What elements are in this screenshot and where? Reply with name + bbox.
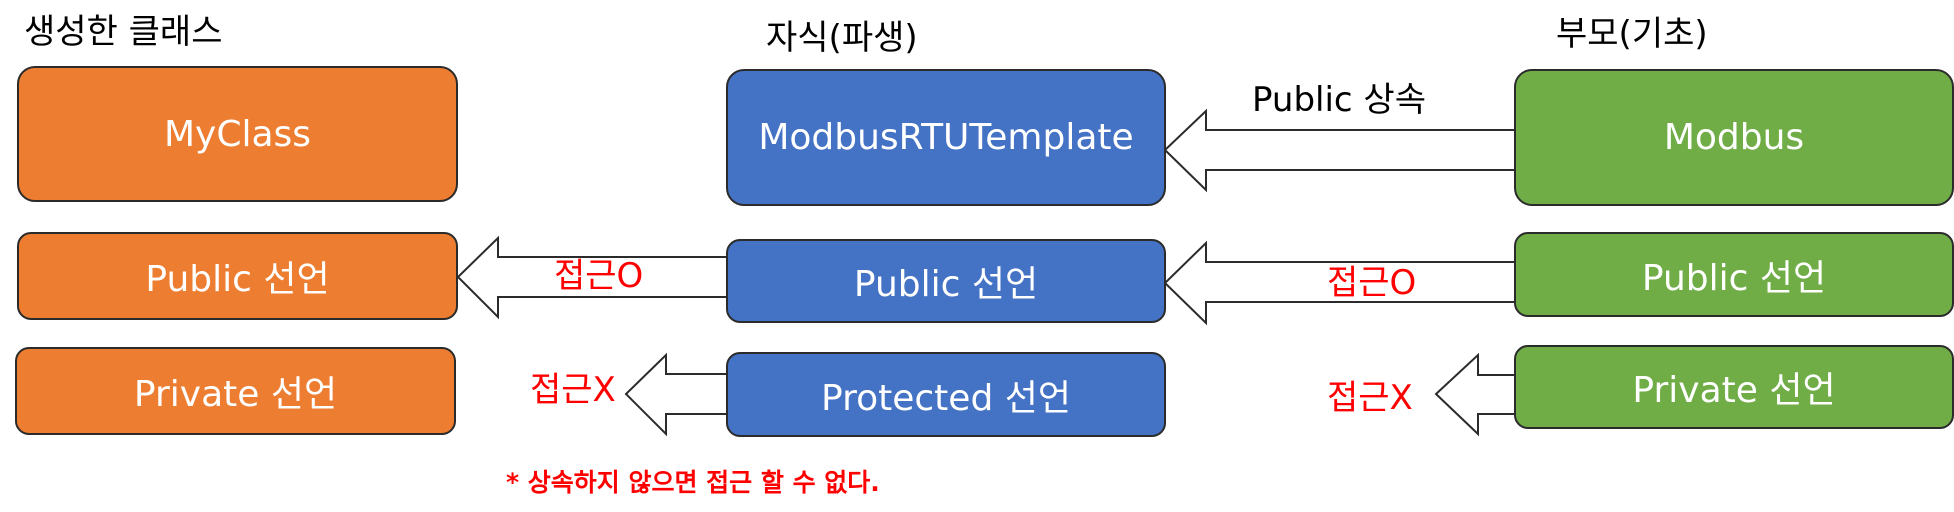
access-no-label-right: 접근X <box>1327 378 1413 418</box>
access-ok-arrow-right <box>1163 240 1516 326</box>
myclass-name: MyClass <box>163 113 312 155</box>
access-no-arrow-left <box>624 352 729 437</box>
access-ok-label-right: 접근O <box>1327 263 1417 303</box>
child-public-label: Public 선언 <box>853 264 1039 305</box>
header-created-class: 생성한 클래스 <box>24 12 223 52</box>
myclass-private-box: Private 선언 <box>15 347 456 435</box>
inherit-arrow <box>1163 108 1516 193</box>
child-protected-label: Protected 선언 <box>821 377 1071 419</box>
myclass-private-label: Private 선언 <box>133 374 338 415</box>
parent-private-label: Private 선언 <box>1632 370 1836 411</box>
child-class-name: ModbusRTUTemplate <box>758 117 1134 158</box>
parent-class-box: Modbus <box>1514 69 1954 206</box>
myclass-public-label: Public 선언 <box>145 259 330 300</box>
parent-public-label: Public 선언 <box>1641 257 1827 299</box>
inherit-label: Public 상속 <box>1252 80 1426 120</box>
parent-public-box: Public 선언 <box>1514 232 1954 317</box>
footnote: * 상속하지 않으면 접근 할 수 없다. <box>506 468 880 497</box>
myclass-box: MyClass <box>17 66 458 202</box>
access-no-arrow-right <box>1434 352 1516 437</box>
parent-class-name: Modbus <box>1663 117 1805 158</box>
child-protected-box: Protected 선언 <box>726 352 1166 437</box>
child-class-box: ModbusRTUTemplate <box>726 69 1166 206</box>
child-public-box: Public 선언 <box>726 239 1166 323</box>
myclass-public-box: Public 선언 <box>17 232 458 320</box>
access-ok-arrow-left <box>456 235 729 320</box>
access-no-label-left: 접근X <box>530 370 616 410</box>
header-parent-class: 부모(기초) <box>1556 14 1708 54</box>
header-child-class: 자식(파생) <box>766 18 918 58</box>
parent-private-box: Private 선언 <box>1514 345 1954 429</box>
access-ok-label-left: 접근O <box>554 256 644 296</box>
